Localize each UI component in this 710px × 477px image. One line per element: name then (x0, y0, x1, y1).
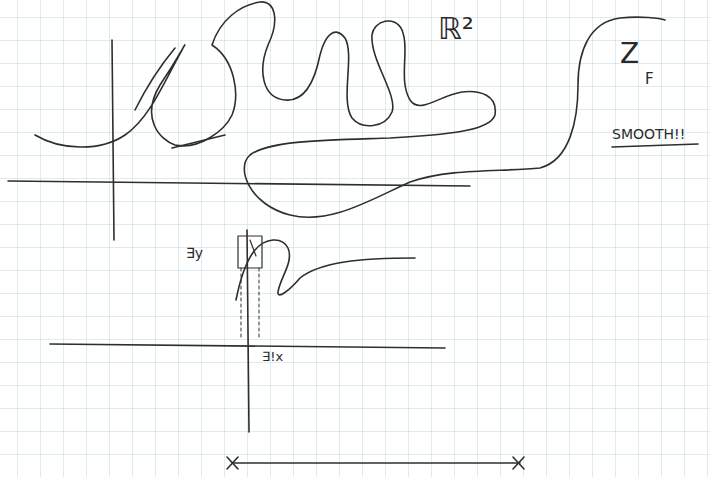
set-label: Z (620, 40, 639, 68)
x-axis (8, 181, 470, 186)
projection-lines (241, 268, 259, 340)
local-curve (236, 240, 415, 300)
zoom-box (238, 236, 262, 268)
y-axis (112, 40, 114, 240)
sketch-stroke (172, 135, 225, 148)
subscript-label: F (645, 72, 654, 87)
end-mark (227, 457, 238, 469)
space-label: ℝ² (438, 14, 474, 44)
zero-set-curve (35, 2, 665, 217)
exists-label: ∃!x (262, 350, 283, 363)
exists-label: ∃y (186, 246, 203, 260)
interval-line (232, 462, 520, 464)
note-label: SMOOTH!! (612, 127, 685, 141)
sketch-stroke (250, 240, 256, 256)
sketch-stroke (135, 48, 175, 110)
underline (612, 144, 698, 147)
end-mark (513, 457, 524, 469)
